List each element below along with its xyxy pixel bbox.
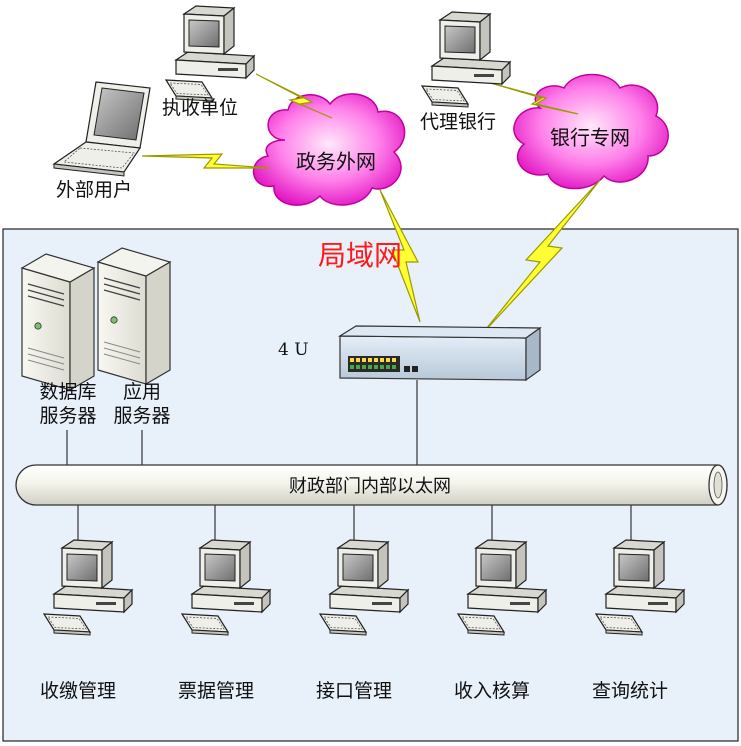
collector-label: 执收单位 — [162, 97, 239, 119]
workstation-label: 接口管理 — [315, 680, 393, 702]
app-server-label: 应用 服务器 — [113, 381, 171, 427]
lightning-link-gov-switch — [379, 189, 421, 323]
db-server-label: 数据库 服务器 — [39, 381, 97, 427]
external-user-label: 外部用户 — [56, 179, 133, 201]
gov-cloud-shape — [252, 93, 406, 206]
tower-server-icon — [97, 247, 171, 385]
bank-cloud-shape — [513, 73, 669, 190]
gov-network-cloud: 政务外网 — [296, 149, 376, 174]
workstation-label: 收入核算 — [453, 680, 531, 702]
bank-network-cloud: 银行专网 — [550, 125, 630, 150]
ethernet-bus — [15, 464, 728, 506]
desktop-computer-icon — [165, 5, 255, 102]
lan-title: 局域网 — [318, 239, 403, 272]
lightning-link-collector — [255, 73, 333, 119]
agent-bank-label: 代理银行 — [420, 111, 497, 133]
workstation-label: 收缴管理 — [39, 680, 117, 702]
desktop-computer-icon — [421, 11, 511, 108]
tower-server-icon — [21, 253, 95, 391]
workstation-label: 查询统计 — [591, 680, 669, 702]
switch-label: 4 U — [278, 340, 309, 360]
rack-switch-icon — [337, 325, 542, 382]
lightning-link-external-user — [141, 153, 271, 169]
workstation-label: 票据管理 — [177, 680, 255, 702]
lightning-link-agent-bank — [486, 81, 579, 115]
ethernet-bus-label: 财政部门内部以太网 — [289, 476, 451, 497]
laptop-icon — [52, 81, 151, 177]
